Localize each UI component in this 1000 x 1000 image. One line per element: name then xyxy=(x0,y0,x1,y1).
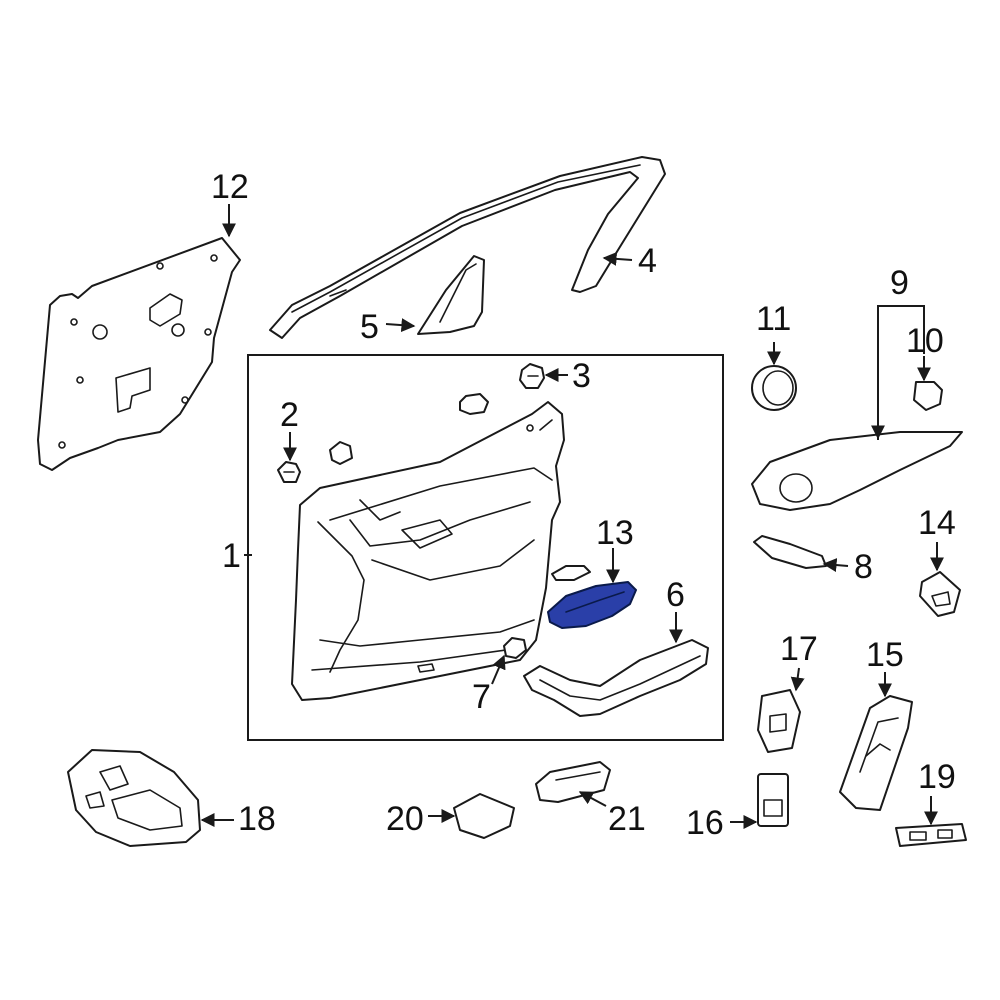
part-7-cap[interactable] xyxy=(503,637,527,659)
part-1-door-trim-panel[interactable] xyxy=(291,401,565,701)
part-14-switch[interactable] xyxy=(919,571,961,617)
handle-cap[interactable] xyxy=(551,565,591,581)
callout-5: 5 xyxy=(360,308,379,346)
callout-6: 6 xyxy=(666,576,685,614)
callout-labels: 12 4 5 3 2 1 13 6 7 11 9 10 8 14 17 15 1… xyxy=(211,168,956,842)
callout-3: 3 xyxy=(572,357,591,395)
part-20-housing[interactable] xyxy=(453,793,515,839)
part-8-bezel[interactable] xyxy=(753,535,827,569)
part-12-water-deflector[interactable] xyxy=(37,237,241,471)
callout-21: 21 xyxy=(608,800,646,838)
part-15-window-switch-panel[interactable] xyxy=(839,695,913,811)
callout-15: 15 xyxy=(866,636,904,674)
callout-12: 12 xyxy=(211,168,249,206)
part-21-bracket[interactable] xyxy=(535,761,611,803)
part-19-switch[interactable] xyxy=(895,823,967,847)
part-11-speaker-grille[interactable] xyxy=(751,365,797,411)
callout-9: 9 xyxy=(890,264,909,302)
callout-14: 14 xyxy=(918,504,956,542)
callout-1: 1 xyxy=(222,537,241,575)
mount-bracket[interactable] xyxy=(459,393,489,415)
callout-7: 7 xyxy=(472,678,491,716)
callout-16: 16 xyxy=(686,804,724,842)
leader-lines xyxy=(200,204,944,829)
part-10-clip[interactable] xyxy=(913,381,943,411)
callout-4: 4 xyxy=(638,242,657,280)
callout-18: 18 xyxy=(238,800,276,838)
part-5-mirror-cover[interactable] xyxy=(417,255,485,335)
part-9-trim-strip[interactable] xyxy=(751,431,963,511)
part-13-inside-handle[interactable] xyxy=(547,581,637,629)
callout-19: 19 xyxy=(918,758,956,796)
part-16-switch[interactable] xyxy=(757,773,789,827)
callout-10: 10 xyxy=(906,322,944,360)
part-3-grommet[interactable] xyxy=(519,363,545,389)
part-2-clip[interactable] xyxy=(277,461,301,483)
part-18-seat-switch-panel[interactable] xyxy=(67,749,201,847)
assembly-box xyxy=(247,354,724,741)
part-17-switch[interactable] xyxy=(757,689,801,753)
callout-13: 13 xyxy=(596,514,634,552)
callout-17: 17 xyxy=(780,630,818,668)
retainer-clip[interactable] xyxy=(329,441,353,465)
callout-11: 11 xyxy=(756,300,791,338)
callout-2: 2 xyxy=(280,396,299,434)
part-6-armrest[interactable] xyxy=(523,639,709,717)
part-4-window-trim[interactable] xyxy=(269,156,666,339)
callout-8: 8 xyxy=(854,548,873,586)
callout-20: 20 xyxy=(386,800,424,838)
